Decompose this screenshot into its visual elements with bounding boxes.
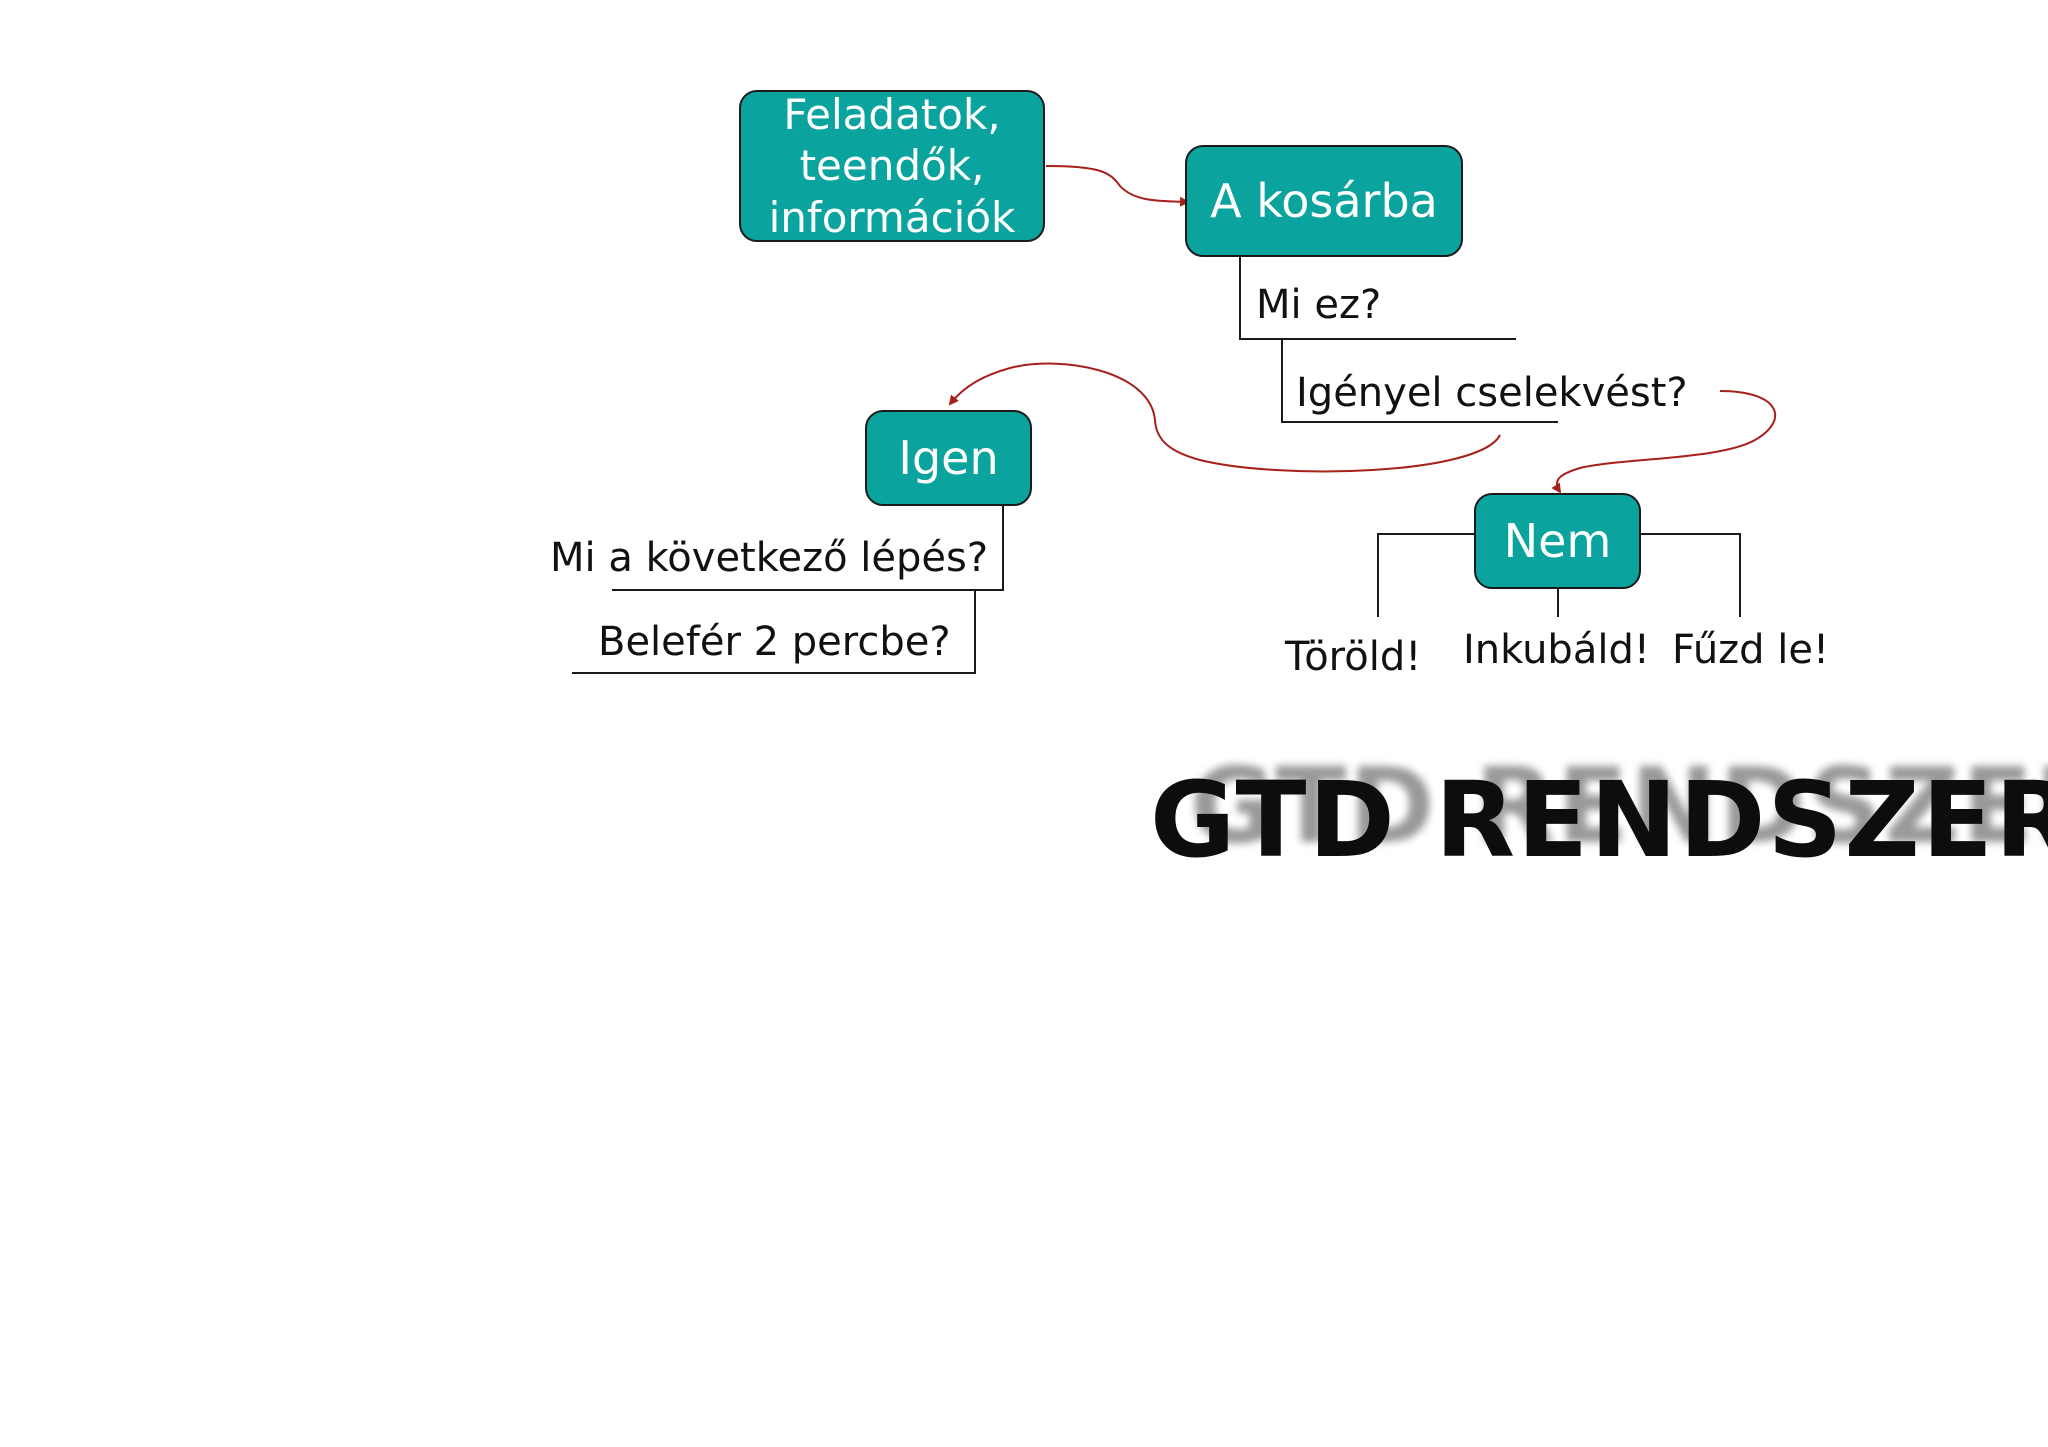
label-file-it: Fűzd le! <box>1672 627 1830 673</box>
node-no-label: Nem <box>1503 513 1612 568</box>
label-incubate: Inkubáld! <box>1463 627 1650 673</box>
branch-file-it <box>1640 533 1741 617</box>
node-no: Nem <box>1474 493 1641 589</box>
node-basket-label: A kosárba <box>1210 173 1438 228</box>
arrow-inputs-to-basket <box>1045 165 1190 207</box>
bracket-two-minutes <box>572 590 976 674</box>
node-yes: Igen <box>865 410 1032 506</box>
node-yes-label: Igen <box>898 430 999 485</box>
label-delete: Töröld! <box>1285 634 1422 680</box>
arrow-needs-action-to-yes <box>948 362 1501 473</box>
bracket-next-step <box>612 505 1004 591</box>
bracket-what-is-it <box>1239 257 1516 340</box>
label-needs-action: Igényel cselekvést? <box>1296 370 1688 416</box>
label-two-minutes: Belefér 2 percbe? <box>598 619 951 665</box>
arrow-needs-action-to-no <box>1551 390 1776 494</box>
page-title: GTD RENDSZER <box>1150 759 2048 881</box>
node-inputs-label: Feladatok, teendők, információk <box>768 90 1016 242</box>
node-inputs: Feladatok, teendők, információk <box>739 90 1045 242</box>
bracket-needs-action <box>1281 339 1558 423</box>
label-next-step: Mi a következő lépés? <box>550 535 989 581</box>
branch-delete <box>1377 533 1474 617</box>
label-what-is-it: Mi ez? <box>1256 282 1382 328</box>
node-basket: A kosárba <box>1185 145 1463 257</box>
